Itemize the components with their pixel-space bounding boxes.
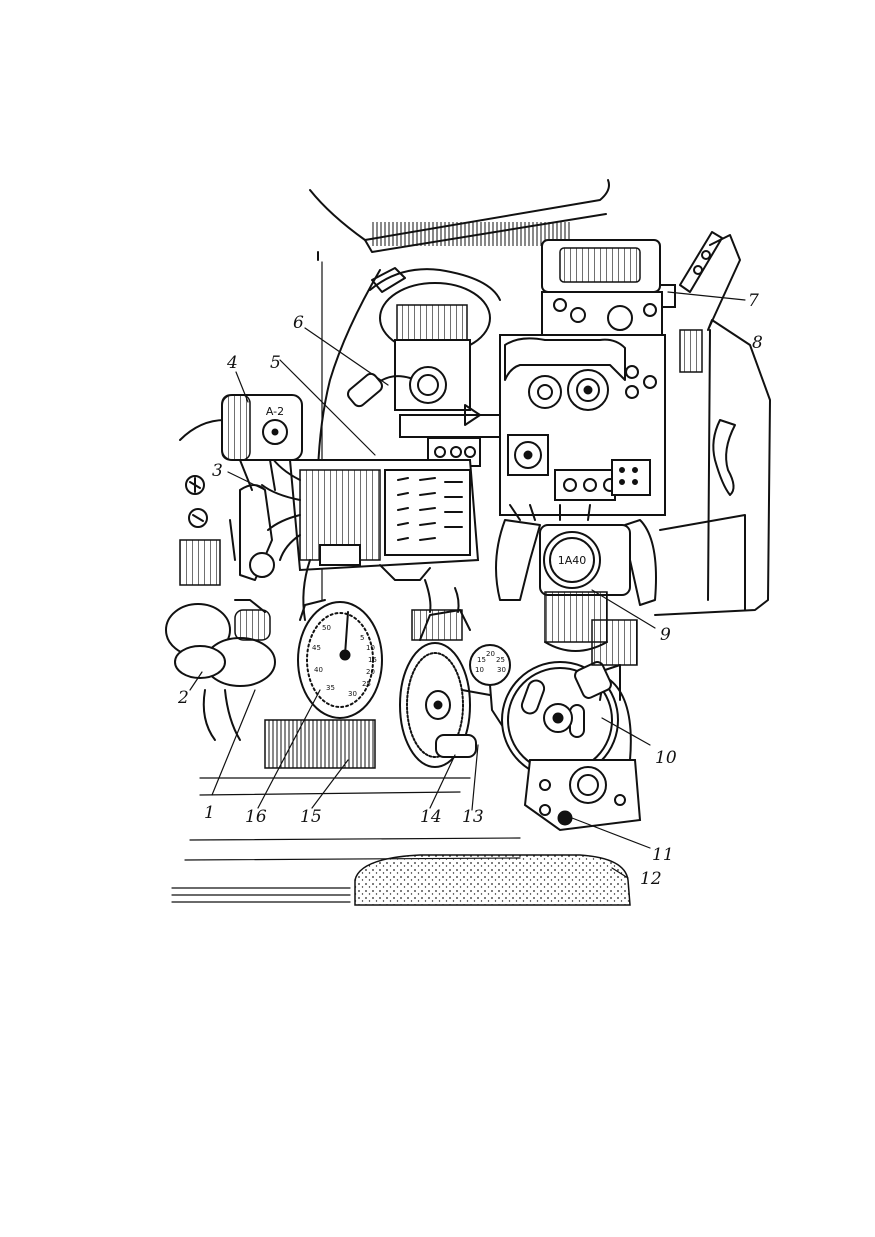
viewer-assembly [317,267,501,471]
dial-number: 35 [326,684,335,692]
callout-14: 14 [420,807,442,827]
dial-number: 30 [348,690,357,698]
callout-11: 11 [652,845,674,865]
callout-8: 8 [752,333,763,353]
callout-10: 10 [655,748,677,768]
callout-6: 6 [293,313,304,333]
lower-gear-plate [523,759,642,832]
callout-13: 13 [462,807,484,827]
seat-cushion [354,854,631,906]
callout-9: 9 [660,625,671,645]
gauge-number: 10 [475,666,484,674]
sight-mark-text: 1A40 [558,554,587,567]
sight-housing [499,239,666,521]
gauge-number: 15 [477,656,486,664]
dial-number: 25 [362,680,371,688]
hull-outline [309,179,610,601]
callout-labels: 1 2 3 4 5 6 7 8 9 10 11 12 13 14 15 16 [177,291,763,889]
gauge-number: 20 [486,650,495,658]
callout-7: 7 [748,291,759,311]
sight-1A40: 1A40 [495,519,657,652]
junction-box [261,454,480,581]
instrument-A2: A-2 [179,394,303,491]
traverse-mechanism [501,619,638,779]
right-wall-panel [654,234,771,616]
dial-number: 5 [360,634,364,642]
left-fittings [179,475,275,586]
callout-3: 3 [212,461,223,481]
pressure-gauge: 15 20 25 30 10 [461,644,521,741]
callout-15: 15 [300,807,322,827]
dial-number: 10 [366,644,375,652]
dial-number: 40 [314,666,323,674]
dial-number: 50 [322,624,331,632]
dial-number: 20 [366,668,375,676]
callout-4: 4 [226,353,238,373]
leader-lines [189,291,746,879]
handwheel [399,579,477,768]
callout-5: 5 [270,353,281,373]
instrument-plate-text: A-2 [266,405,284,418]
callout-12: 12 [640,869,662,889]
elevation-dial: 5 10 15 20 25 30 35 40 45 50 [264,559,383,769]
gauge-number: 30 [497,666,506,674]
dial-number: 45 [312,644,321,652]
callout-2: 2 [177,688,189,708]
callout-16: 16 [245,807,267,827]
grip-handles [165,599,276,741]
dial-number: 15 [368,656,377,664]
callout-1: 1 [204,803,215,823]
gauge-number: 25 [496,656,505,664]
